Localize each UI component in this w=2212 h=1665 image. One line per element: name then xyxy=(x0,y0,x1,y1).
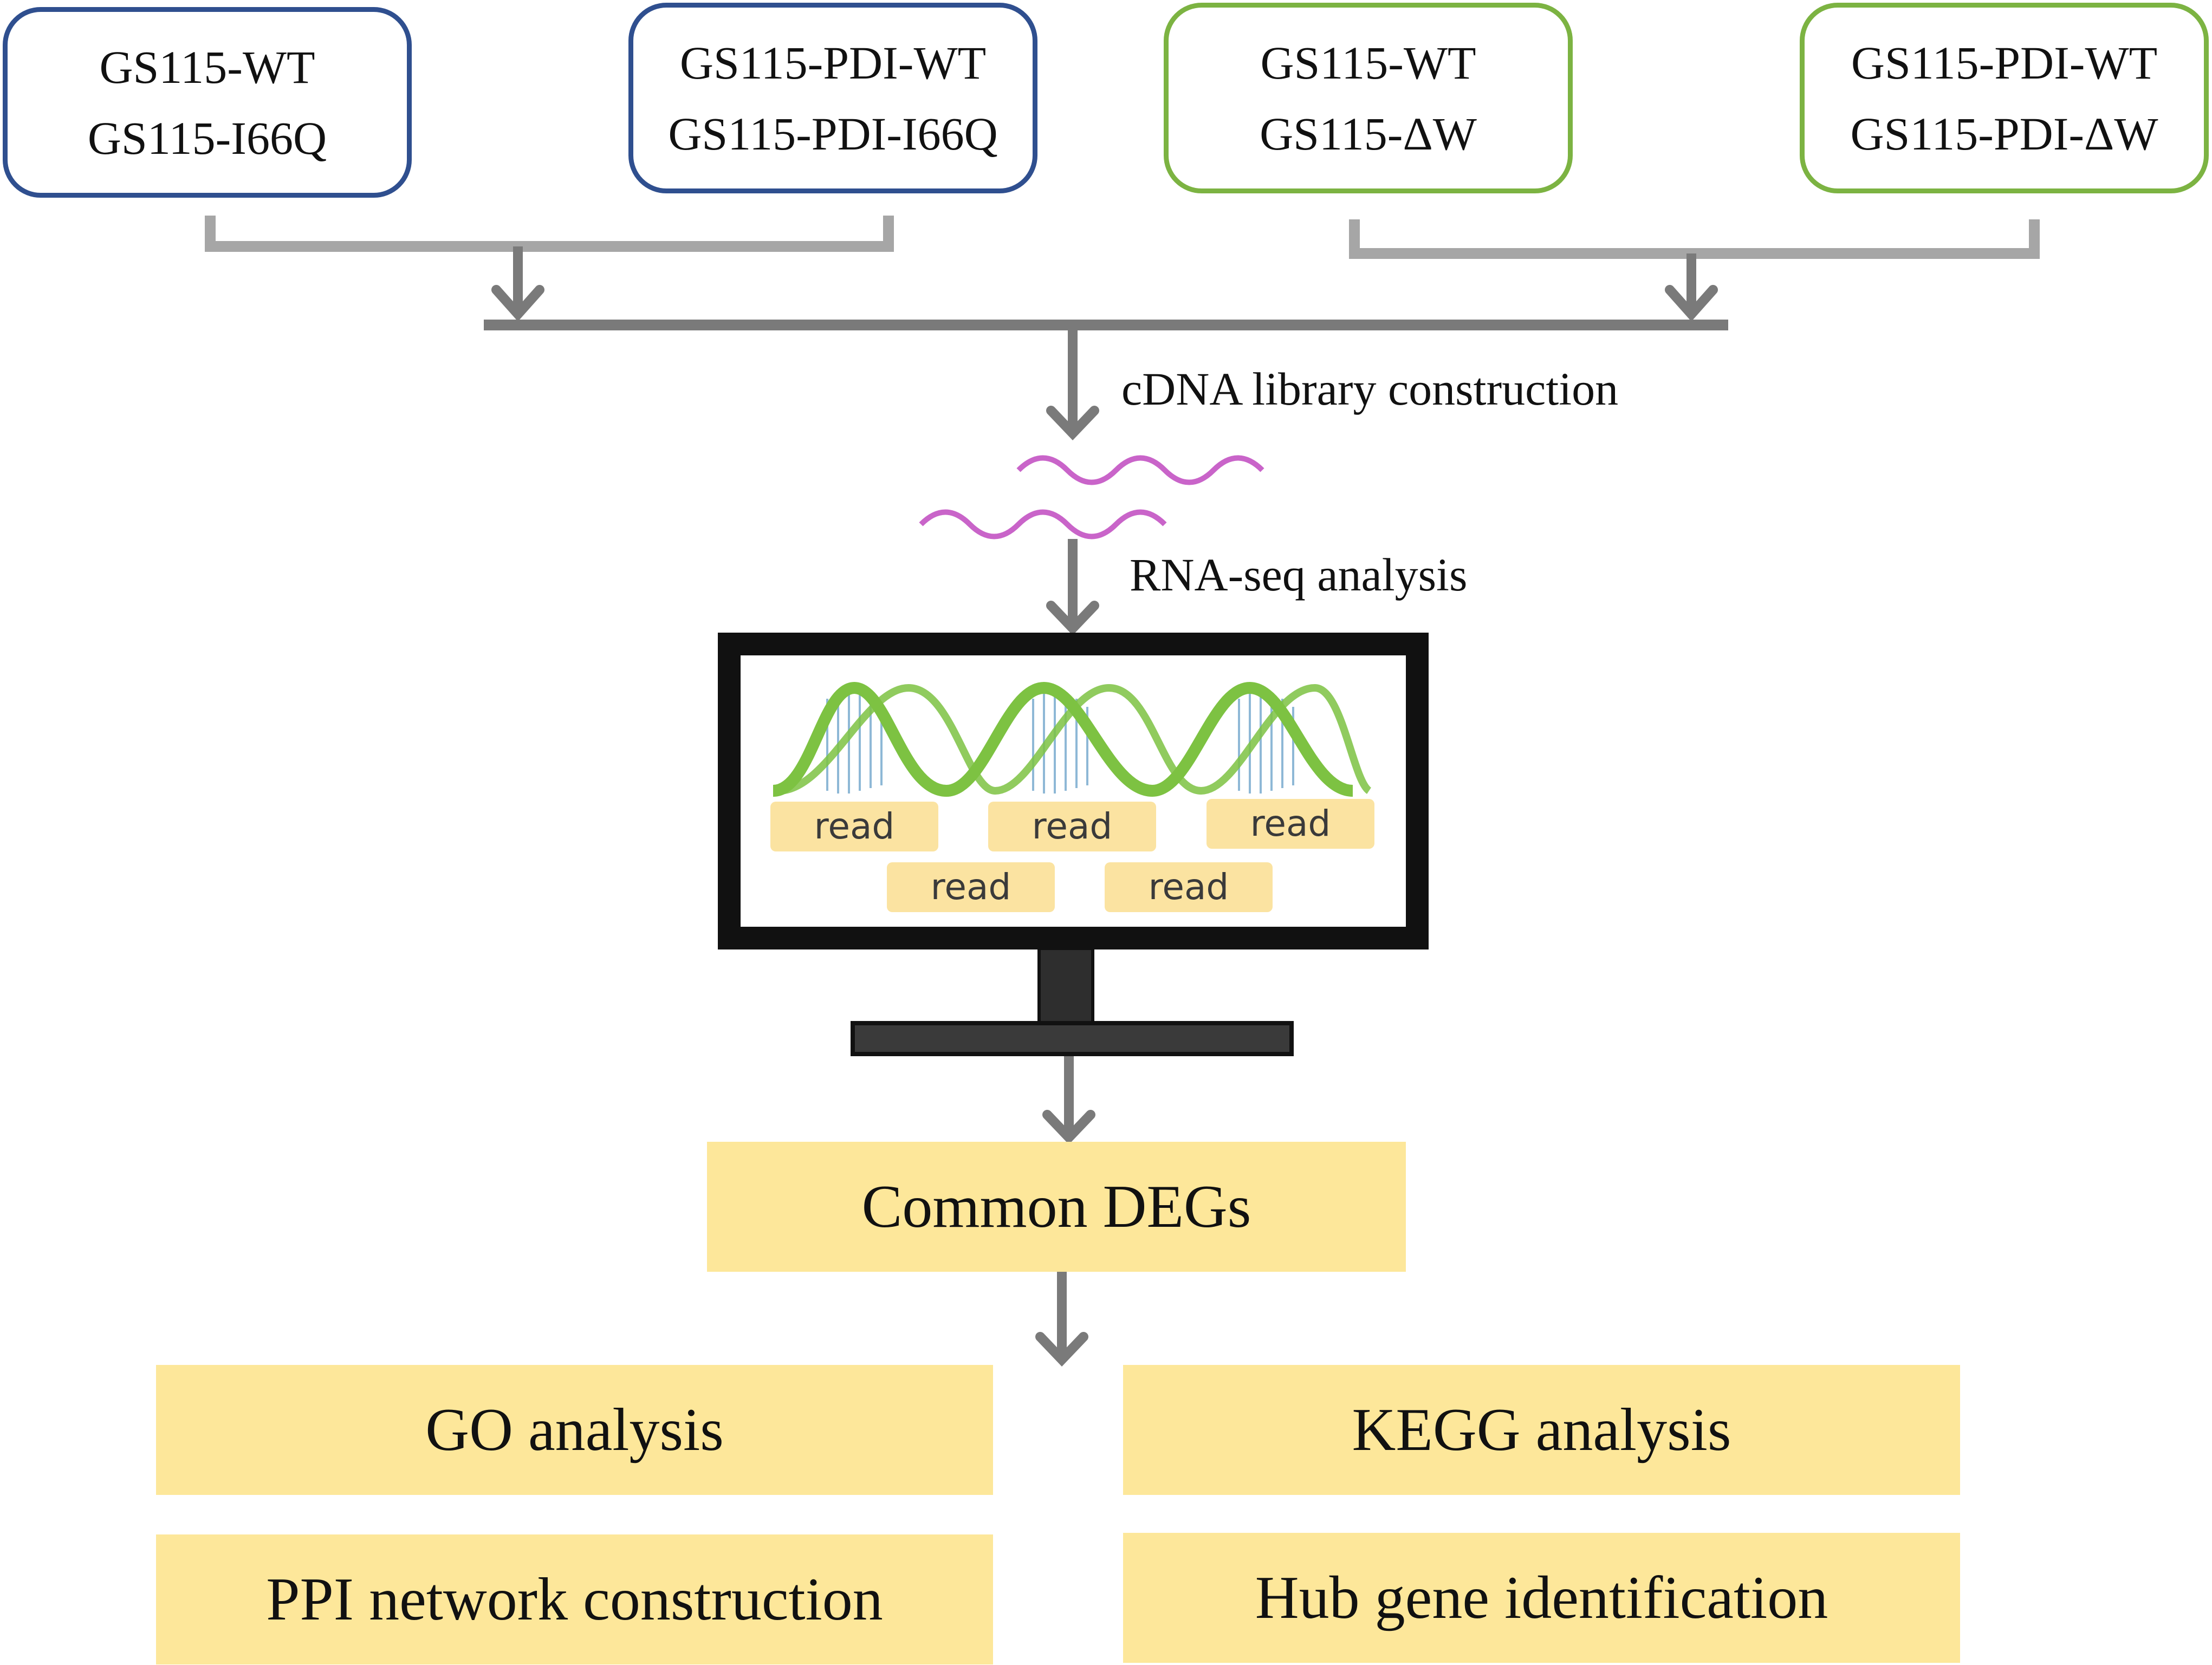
read-chip-4: read xyxy=(887,862,1055,912)
common-degs-label: Common DEGs xyxy=(861,1173,1251,1240)
hub-gene-label: Hub gene identification xyxy=(1255,1564,1828,1631)
read-label: read xyxy=(1148,866,1229,908)
left-bracket xyxy=(205,216,894,252)
sample-1-line-1: GS115-WT xyxy=(99,41,315,93)
left-bracket-arrow xyxy=(491,285,544,322)
ppi-network-box: PPI network construction xyxy=(156,1534,993,1664)
read-label: read xyxy=(1032,805,1113,847)
sample-box-1: GS115-WT GS115-I66Q xyxy=(3,7,412,198)
common-degs-box: Common DEGs xyxy=(707,1142,1406,1272)
step-label-rnaseq: RNA-seq analysis xyxy=(1130,549,1468,601)
go-analysis-label: GO analysis xyxy=(425,1396,724,1464)
kegg-analysis-box: KEGG analysis xyxy=(1123,1365,1960,1495)
sample-1-line-2: GS115-I66Q xyxy=(87,112,327,164)
monitor-screen: read read read read read xyxy=(718,633,1429,949)
sample-2-line-2: GS115-PDI-I66Q xyxy=(668,107,998,160)
monitor-stand-neck xyxy=(1037,947,1094,1025)
sample-3-line-1: GS115-WT xyxy=(1260,36,1476,89)
read-label: read xyxy=(1250,803,1331,844)
ppi-network-label: PPI network construction xyxy=(266,1566,883,1633)
cdna-wave-bottom xyxy=(919,509,1167,539)
read-chip-1: read xyxy=(770,802,938,851)
sample-box-2: GS115-PDI-WT GS115-PDI-I66Q xyxy=(628,3,1037,193)
arrow-analyses xyxy=(1035,1332,1088,1367)
read-label: read xyxy=(814,805,895,847)
right-bracket xyxy=(1349,219,2040,259)
cdna-wave-top xyxy=(1016,455,1264,485)
arrow-cdna xyxy=(1046,406,1099,441)
arrow-rnaseq xyxy=(1046,601,1099,636)
sample-box-3: GS115-WT GS115-ΔW xyxy=(1164,3,1573,193)
read-chip-5: read xyxy=(1105,862,1273,912)
kegg-analysis-label: KEGG analysis xyxy=(1352,1396,1731,1464)
arrow-common xyxy=(1042,1110,1095,1145)
monitor-stand-base xyxy=(851,1021,1294,1056)
step-label-cdna: cDNA library construction xyxy=(1121,363,1619,415)
go-analysis-box: GO analysis xyxy=(156,1365,993,1495)
right-bracket-arrow xyxy=(1665,285,1718,322)
read-label: read xyxy=(930,866,1011,908)
sample-4-line-2: GS115-PDI-ΔW xyxy=(1850,107,2158,160)
read-chip-2: read xyxy=(988,802,1156,851)
sample-box-4: GS115-PDI-WT GS115-PDI-ΔW xyxy=(1800,3,2209,193)
sample-4-line-1: GS115-PDI-WT xyxy=(1851,36,2158,89)
hub-gene-box: Hub gene identification xyxy=(1123,1533,1960,1663)
sample-3-line-2: GS115-ΔW xyxy=(1260,107,1477,160)
sample-2-line-1: GS115-PDI-WT xyxy=(679,36,987,89)
dna-helix-graphic xyxy=(772,681,1372,797)
read-chip-3: read xyxy=(1206,799,1374,849)
